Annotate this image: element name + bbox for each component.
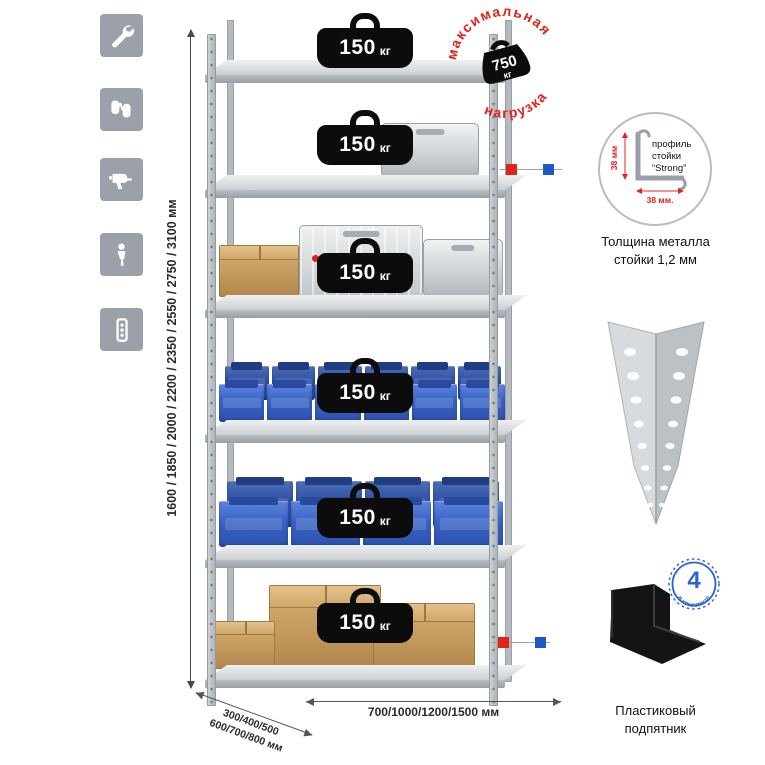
storage-bin bbox=[219, 380, 265, 422]
load-unit: кг bbox=[379, 618, 391, 633]
shelf-load-badge: 150 кг bbox=[317, 28, 413, 68]
shelf-load-badge: 150 кг bbox=[317, 498, 413, 538]
svg-text:нагрузка: нагрузка bbox=[479, 85, 553, 128]
load-value: 150 bbox=[339, 381, 376, 404]
rack-post-back-left bbox=[227, 20, 234, 682]
foot-count-badge: в комплекте 4 bbox=[668, 558, 720, 610]
cardboard-box bbox=[215, 621, 275, 669]
load-value: 150 bbox=[339, 133, 376, 156]
load-unit: кг bbox=[379, 43, 391, 58]
height-dimension-line bbox=[186, 29, 195, 689]
profile-dim-vertical: 38 мм bbox=[609, 146, 619, 170]
height-dimension-label: 1600 / 1850 / 2000 / 2200 / 2350 / 2550 … bbox=[165, 199, 179, 517]
load-value: 150 bbox=[339, 36, 376, 59]
shelving-rack: 150 кг 150 кг 150 кг 150 кг 150 кг 150 к… bbox=[205, 20, 527, 715]
rack-post-front-right bbox=[489, 34, 498, 706]
storage-bin bbox=[411, 380, 457, 422]
load-unit: кг bbox=[379, 268, 391, 283]
stamp-arc-bottom: нагрузка bbox=[479, 85, 553, 128]
cardboard-box bbox=[219, 245, 299, 297]
callout-line-top bbox=[500, 169, 562, 170]
storage-bin bbox=[219, 497, 288, 547]
profile-label-2: стойки bbox=[652, 151, 681, 162]
shelf-2 bbox=[205, 175, 527, 198]
case-latch bbox=[312, 255, 319, 263]
feature-icon-gloves bbox=[100, 88, 143, 131]
shelf-4 bbox=[205, 420, 527, 443]
load-value: 150 bbox=[339, 506, 376, 529]
callout-marker-red-bottom bbox=[498, 637, 509, 648]
shelf-load-badge: 150 кг bbox=[317, 125, 413, 165]
shelf-3 bbox=[205, 295, 527, 318]
foot-caption-line1: Пластиковый bbox=[615, 703, 696, 718]
callout-line-bottom bbox=[492, 642, 550, 643]
foot-badge-value: 4 bbox=[687, 567, 701, 594]
feature-icon-tools bbox=[100, 14, 143, 57]
rack-post-front-left bbox=[207, 34, 216, 706]
gloves-icon bbox=[111, 100, 131, 118]
plastic-foot-image bbox=[610, 584, 706, 664]
storage-bin bbox=[459, 380, 506, 422]
profile-angle-drawing bbox=[635, 131, 685, 181]
shelf-load-badge: 150 кг bbox=[317, 253, 413, 293]
profile-caption-line1: Толщина металла bbox=[601, 234, 710, 249]
profile-caption: Толщина металла стойки 1,2 мм bbox=[573, 233, 738, 268]
stamp-weight-body bbox=[482, 44, 531, 84]
load-value: 150 bbox=[339, 611, 376, 634]
profile-callout-circle: 38 мм 38 мм. профиль стойки “Strong” bbox=[598, 112, 712, 226]
load-unit: кг bbox=[379, 388, 391, 403]
rack-post-back-right bbox=[505, 20, 512, 682]
foot-caption: Пластиковый подпятник bbox=[573, 702, 738, 737]
wrench-icon bbox=[112, 25, 135, 48]
perforated-post-icon bbox=[116, 318, 128, 342]
shelf-6 bbox=[205, 665, 527, 688]
foot-caption-line2: подпятник bbox=[624, 720, 687, 736]
width-dimension: 700/1000/1200/1500 мм bbox=[306, 697, 561, 719]
profile-dim-horizontal: 38 мм. bbox=[647, 195, 674, 205]
profile-angle-lips bbox=[636, 129, 687, 191]
feature-icon-drill bbox=[100, 158, 143, 201]
drill-icon bbox=[109, 173, 132, 190]
load-unit: кг bbox=[379, 513, 391, 528]
width-dimension-line bbox=[306, 697, 561, 706]
stamp-weight-handle bbox=[490, 40, 510, 51]
feature-icon-post bbox=[100, 308, 143, 351]
load-value: 150 bbox=[339, 261, 376, 284]
storage-bin bbox=[267, 380, 313, 422]
profile-caption-line2: стойки 1,2 мм bbox=[614, 251, 697, 267]
load-unit: кг bbox=[379, 140, 391, 155]
profile-label-3: “Strong” bbox=[652, 163, 686, 174]
person-icon bbox=[117, 243, 126, 266]
stamp-unit: кг bbox=[502, 69, 513, 81]
stamp-value: 750 bbox=[490, 52, 519, 75]
corner-post-image bbox=[607, 321, 705, 525]
shelf-5 bbox=[205, 545, 527, 568]
shelf-load-badge: 150 кг bbox=[317, 373, 413, 413]
max-load-stamp: максимальная нагрузка 750 кг bbox=[433, 0, 570, 135]
callout-marker-blue-bottom bbox=[535, 637, 546, 648]
feature-icon-person bbox=[100, 233, 143, 276]
callout-marker-blue-top bbox=[543, 164, 554, 175]
callout-marker-red-top bbox=[506, 164, 517, 175]
shelf-load-badge: 150 кг bbox=[317, 603, 413, 643]
profile-label-1: профиль bbox=[652, 139, 691, 150]
width-dimension-label: 700/1000/1200/1500 мм bbox=[367, 705, 500, 719]
